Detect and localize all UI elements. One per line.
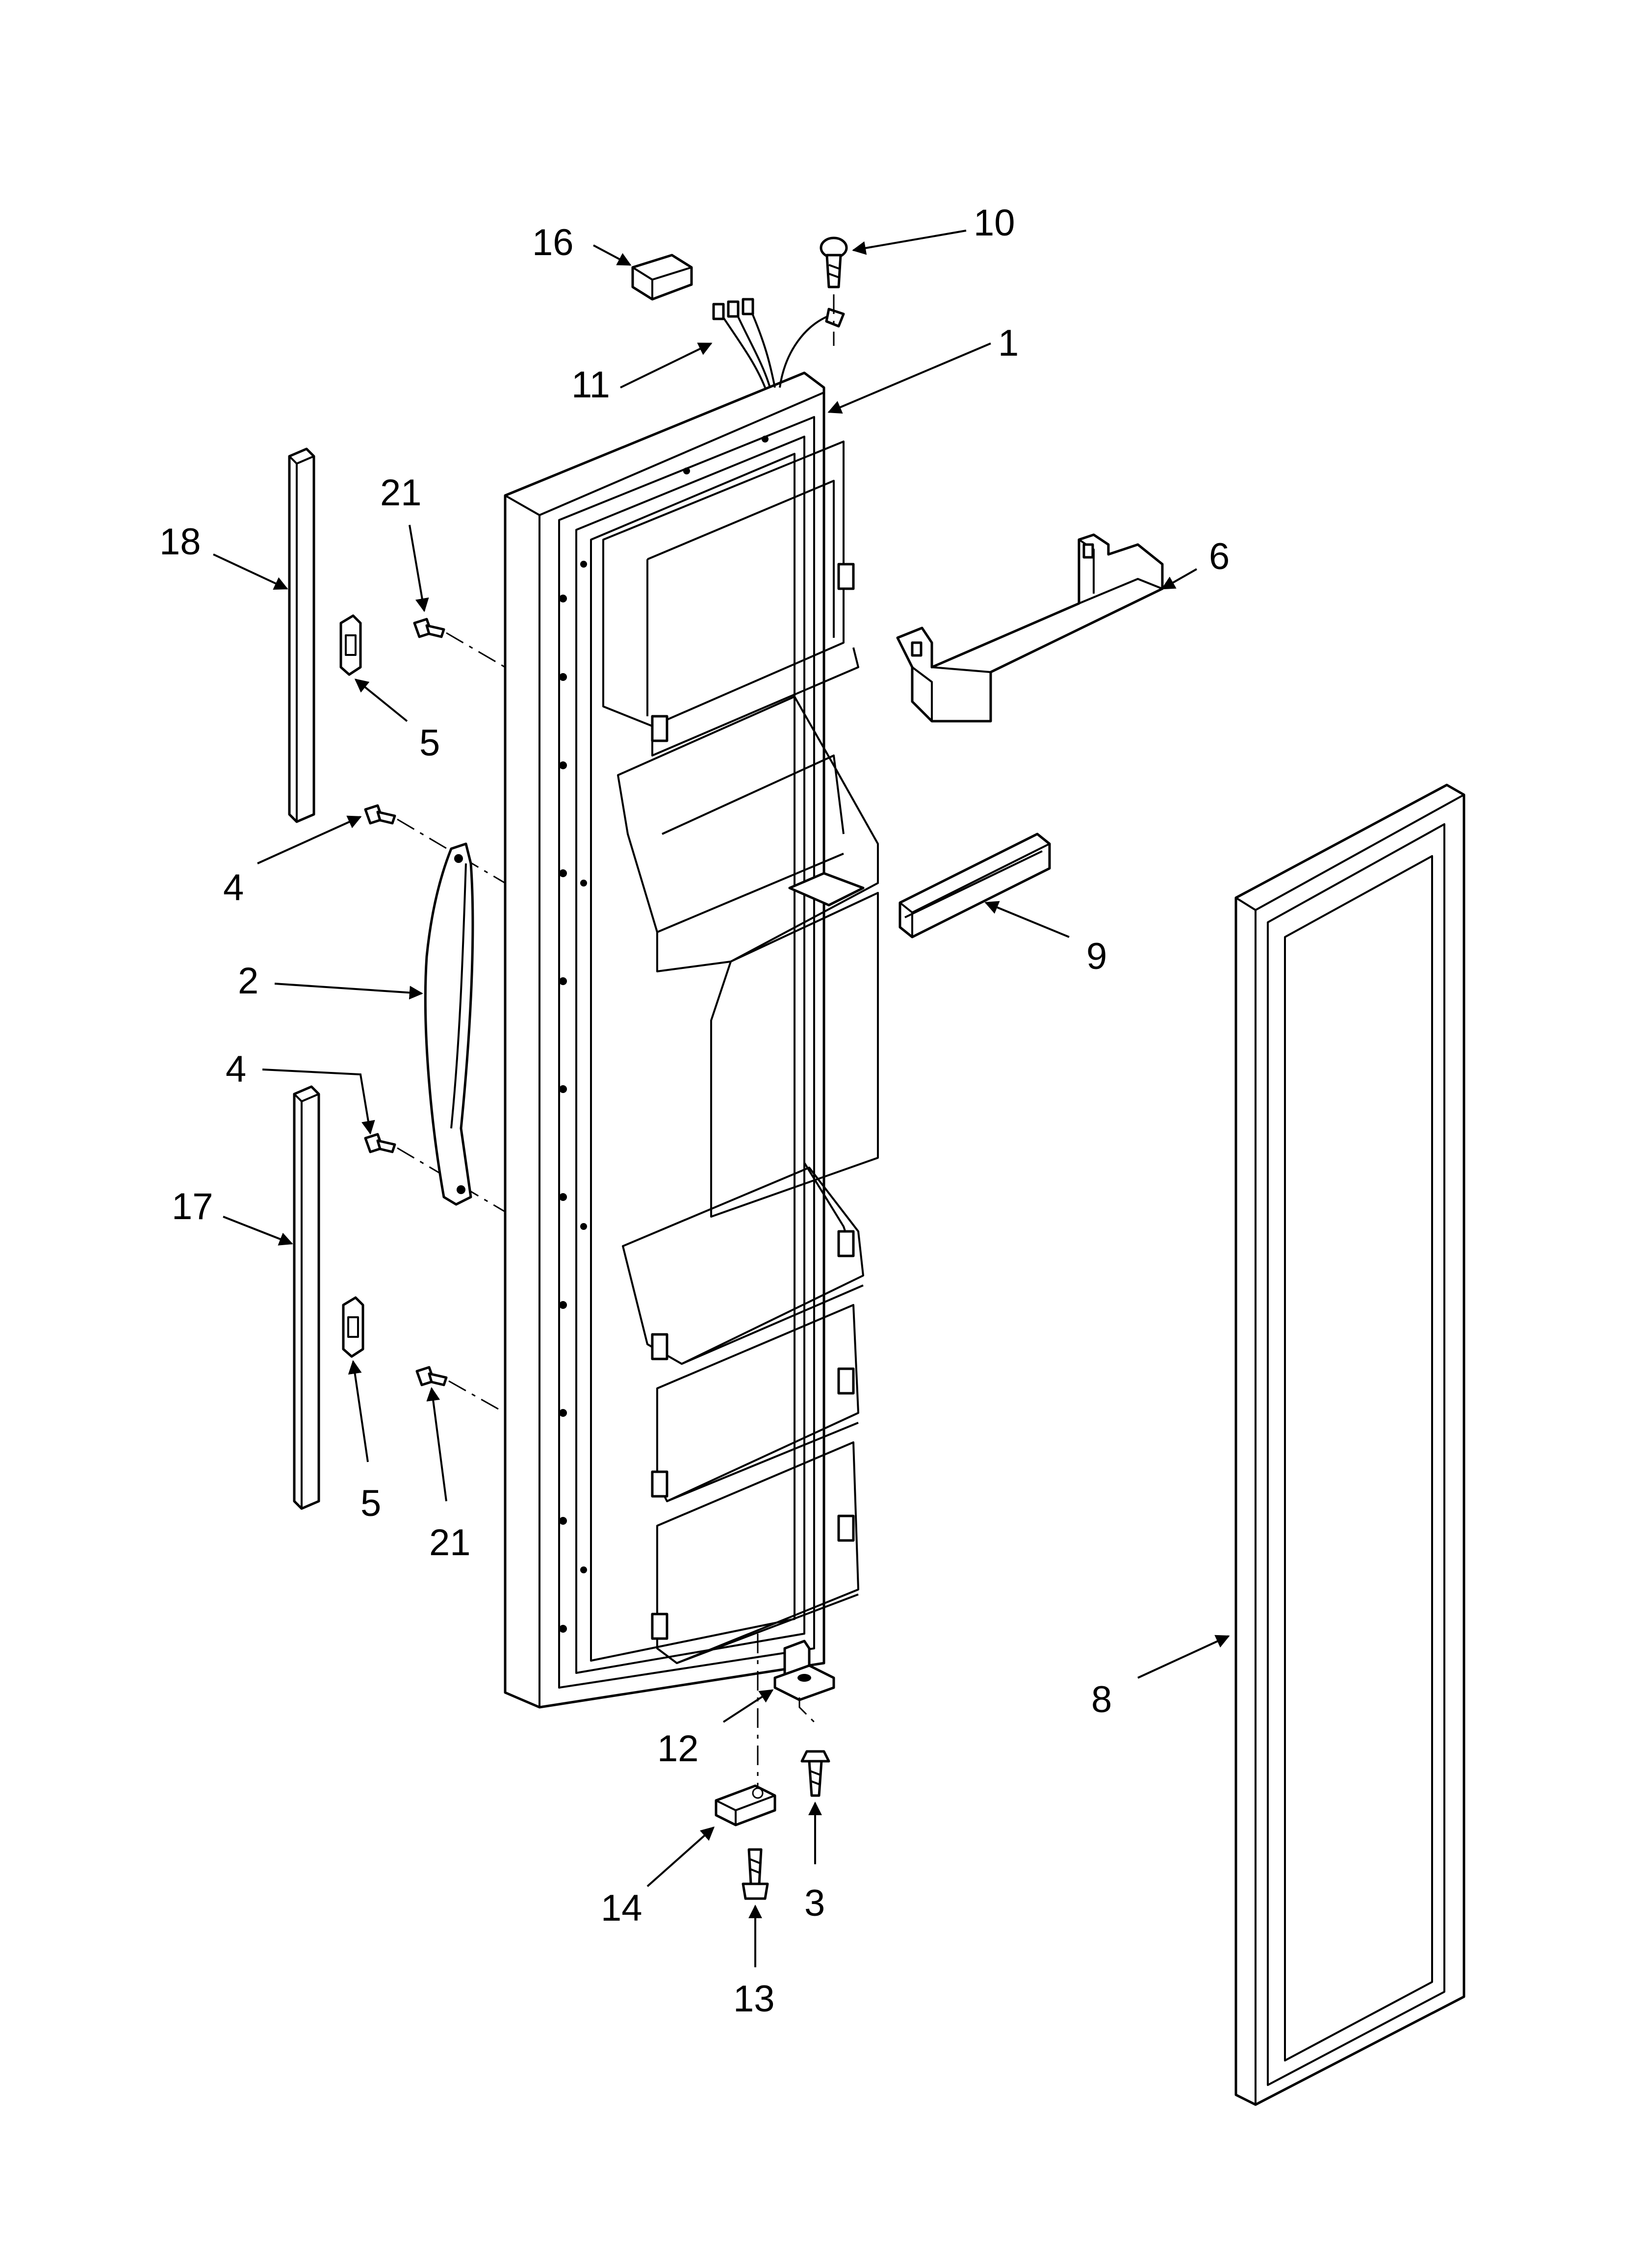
part-5-clip-lower	[342, 1296, 364, 1358]
part-5-clip-upper	[339, 614, 362, 676]
part-door	[504, 371, 879, 1709]
callout-10: 10	[974, 202, 1015, 244]
callout-1: 1	[998, 322, 1019, 364]
door-screw-holes	[559, 436, 769, 1633]
callout-4-upper: 4	[223, 867, 244, 909]
part-18-trim-strip	[288, 447, 315, 823]
callout-14: 14	[601, 1887, 642, 1929]
callout-21-lower: 21	[429, 1522, 471, 1564]
callout-21-upper: 21	[380, 472, 422, 514]
callout-5-upper: 5	[419, 722, 440, 764]
callout-8: 8	[1091, 1679, 1112, 1721]
part-9-shelf-rail	[898, 833, 1051, 938]
part-10-screw	[820, 236, 848, 288]
callout-4-lower: 4	[226, 1048, 246, 1090]
part-14-hinge-block	[715, 1634, 776, 1826]
callout-12: 12	[657, 1728, 699, 1770]
part-13-screw	[742, 1848, 769, 1900]
part-11-wire-harness	[712, 294, 845, 388]
callout-2: 2	[238, 960, 258, 1002]
callouts: 16 10 11 1 18 21 5 6 4 9 2 4 17 5 21 8 1…	[159, 202, 1230, 2020]
callout-17: 17	[172, 1186, 213, 1227]
callout-3: 3	[804, 1882, 825, 1924]
part-4-screw-lower	[364, 1133, 506, 1213]
part-6-door-bin	[896, 533, 1164, 723]
part-4-screw-upper	[364, 804, 506, 884]
callout-13: 13	[733, 1978, 775, 2020]
part-21-screw-upper	[413, 618, 506, 668]
part-21-screw-lower	[415, 1366, 506, 1414]
callout-9: 9	[1086, 936, 1107, 977]
part-17-trim-strip	[293, 1085, 320, 1510]
callout-16: 16	[532, 222, 574, 263]
callout-6: 6	[1209, 536, 1230, 577]
callout-11: 11	[571, 364, 610, 406]
part-3-screw	[800, 1750, 830, 1797]
part-16-connector	[631, 254, 693, 301]
part-8-gasket	[1234, 783, 1465, 2106]
part-12-hinge-bracket	[773, 1640, 835, 1723]
callout-18: 18	[159, 521, 201, 563]
leader-lines	[213, 230, 1230, 1967]
callout-5-lower: 5	[360, 1483, 381, 1524]
part-2-handle	[424, 842, 474, 1206]
